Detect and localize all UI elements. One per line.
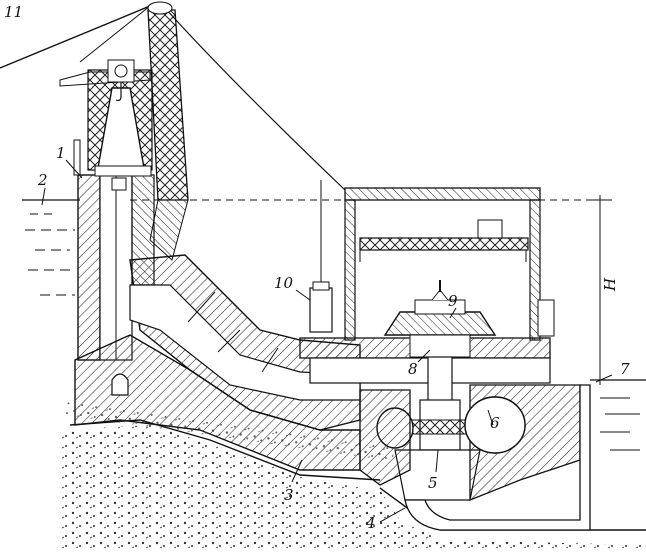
cable-tower bbox=[147, 1, 189, 261]
label-7: 7 bbox=[620, 360, 630, 378]
label-5: 5 bbox=[428, 474, 438, 492]
label-9: 9 bbox=[448, 292, 458, 310]
switchgear-equipment bbox=[309, 180, 333, 333]
spiral-case bbox=[359, 384, 581, 501]
generator bbox=[383, 280, 497, 358]
label-3: 3 bbox=[284, 486, 294, 504]
foundation-block bbox=[65, 334, 395, 481]
label-8: 8 bbox=[408, 360, 418, 378]
label-4: 4 bbox=[365, 514, 376, 532]
tailwater bbox=[590, 379, 646, 451]
turbine-unit bbox=[394, 356, 481, 501]
intake-structure bbox=[73, 139, 155, 361]
label-10: 10 bbox=[274, 274, 294, 292]
draft-tube bbox=[404, 384, 591, 531]
leader-lines bbox=[41, 159, 613, 523]
label-head: H bbox=[601, 277, 619, 292]
label-6: 6 bbox=[490, 414, 500, 432]
powerhouse-building bbox=[344, 187, 555, 341]
part-labels: 11 1 2 3 4 5 6 7 8 9 10 H bbox=[4, 3, 630, 532]
label-1: 1 bbox=[56, 144, 66, 162]
intake-gantry-crane bbox=[59, 59, 153, 177]
label-2: 2 bbox=[37, 171, 48, 189]
upstream-water bbox=[22, 199, 80, 296]
label-11: 11 bbox=[4, 3, 23, 21]
